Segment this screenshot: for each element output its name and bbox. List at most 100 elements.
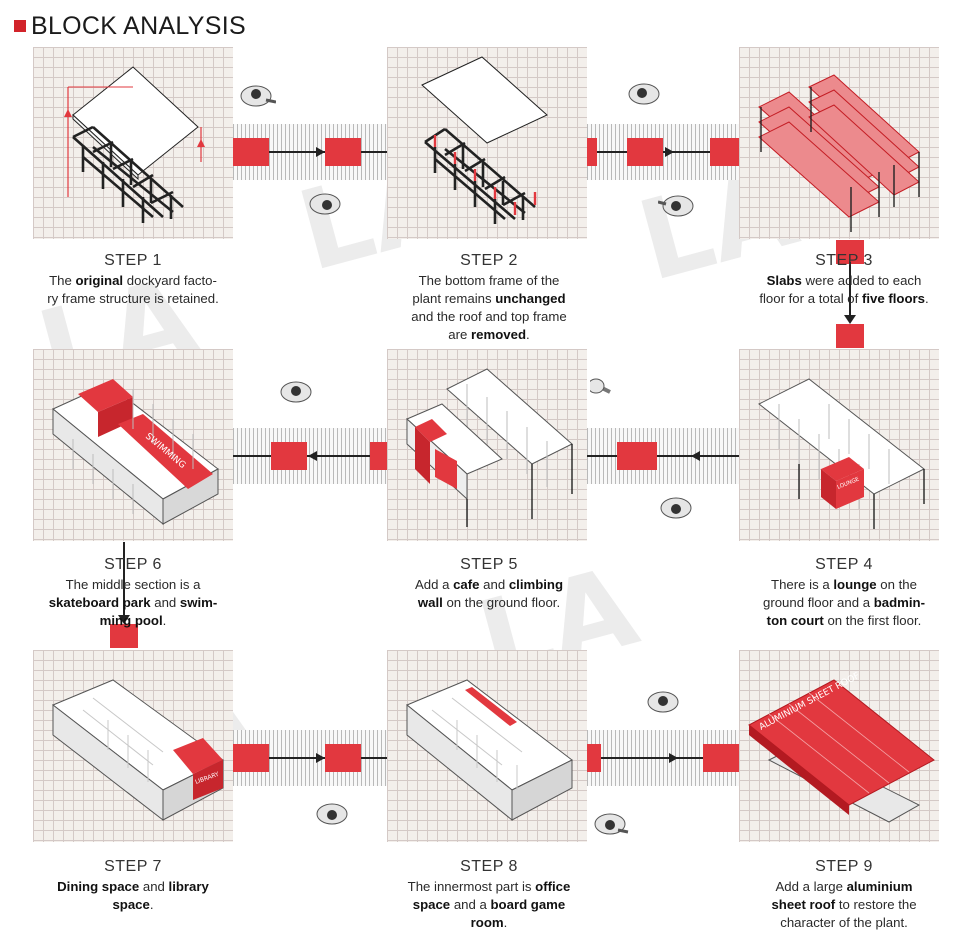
text-segment: ground floor and a <box>762 595 874 610</box>
step-description-line: space and a board game <box>374 896 604 914</box>
text-segment: floor for a total of <box>759 291 862 306</box>
red-block <box>325 138 361 166</box>
red-block <box>710 138 739 166</box>
person-figure-icon <box>278 376 316 408</box>
bold-text: sheet roof <box>771 897 836 912</box>
connector-2-3 <box>587 124 739 180</box>
bold-text: lounge <box>833 577 877 592</box>
connector-1-2 <box>233 124 387 180</box>
bold-text: ming pool <box>99 613 163 628</box>
step-label: STEP 1 <box>104 252 162 269</box>
red-block <box>271 442 307 470</box>
step-description-line: The middle section is a <box>18 576 248 594</box>
red-block <box>836 240 864 264</box>
connector-7-8 <box>233 730 387 786</box>
bold-text: original <box>75 273 124 288</box>
bold-text: space <box>412 897 451 912</box>
step-2-diagram <box>387 47 587 239</box>
text-segment: character of the plant. <box>780 915 908 930</box>
text-segment: and <box>150 595 180 610</box>
text-segment: were added to each <box>801 273 922 288</box>
text-segment: The middle section is a <box>65 577 201 592</box>
text-segment: The <box>49 273 76 288</box>
step-description-line: The innermost part is office <box>374 878 604 896</box>
step-description-line: space. <box>18 896 248 914</box>
step-description-line: room. <box>374 914 604 932</box>
arrow-down-3-4 <box>844 262 856 324</box>
text-segment: plant remains <box>412 291 496 306</box>
red-block <box>703 744 739 772</box>
step-label: STEP 5 <box>460 556 518 573</box>
step-description-line: The bottom frame of the <box>374 272 604 290</box>
red-block <box>617 442 657 470</box>
bold-text: swim- <box>179 595 218 610</box>
step-4-diagram: LOUNGE <box>739 349 939 541</box>
step-description-line: plant remains unchanged <box>374 290 604 308</box>
arrow-icon <box>691 451 700 461</box>
connector-8-9 <box>587 730 739 786</box>
text-segment: . <box>162 613 167 628</box>
arrow-icon <box>308 451 317 461</box>
text-segment: on the <box>876 577 917 592</box>
text-segment: and the roof and top frame <box>411 309 567 324</box>
step-description-line: ming pool. <box>18 612 248 630</box>
step-label: STEP 2 <box>460 252 518 269</box>
connector-5-6 <box>233 428 387 484</box>
connector-4-5 <box>587 428 739 484</box>
text-segment: The bottom frame of the <box>418 273 560 288</box>
person-figure-icon <box>657 190 696 222</box>
bold-text: space <box>112 897 150 912</box>
text-segment: ry frame structure is retained. <box>47 291 219 306</box>
arrow-icon <box>665 147 674 157</box>
red-block <box>370 442 387 470</box>
step-label: STEP 3 <box>815 252 873 269</box>
step-description-line: Add a cafe and climbing <box>374 576 604 594</box>
red-square-icon <box>14 20 26 32</box>
bold-text: climbing <box>508 577 564 592</box>
step-description-line: wall on the ground floor. <box>374 594 604 612</box>
bold-text: unchanged <box>495 291 566 306</box>
step-6-diagram: SWIMMING <box>33 349 233 541</box>
red-block <box>587 138 597 166</box>
step-label: STEP 7 <box>104 858 162 875</box>
step-label: STEP 6 <box>104 556 162 573</box>
red-block <box>110 624 138 648</box>
step-description-line: The original dockyard facto- <box>18 272 248 290</box>
bold-text: wall <box>417 595 443 610</box>
step-1-diagram <box>33 47 233 239</box>
step-description-line: skateboard park and swim- <box>18 594 248 612</box>
bold-text: skateboard park <box>48 595 151 610</box>
person-figure-icon <box>312 798 350 830</box>
bold-text: Slabs <box>766 273 802 288</box>
text-segment: to restore the <box>835 897 917 912</box>
arrow-icon <box>669 753 678 763</box>
bold-text: board game <box>490 897 566 912</box>
step-description-line: Slabs were added to each <box>729 272 959 290</box>
step-caption: STEP 2 The bottom frame of the plant remai… <box>374 251 604 344</box>
step-description-line: floor for a total of five floors. <box>729 290 959 308</box>
step-9-diagram: ALUMINIUM SHEET ROOF <box>739 650 939 842</box>
person-figure-icon <box>592 808 630 840</box>
person-figure-icon <box>656 492 694 524</box>
step-caption: STEP 1 The original dockyard facto-ry fra… <box>18 251 248 308</box>
text-segment: There is a <box>771 577 834 592</box>
red-block <box>587 744 601 772</box>
text-segment: The innermost part is <box>407 879 536 894</box>
text-segment: on the ground floor. <box>442 595 561 610</box>
step-description-line: Dining space and library <box>18 878 248 896</box>
text-segment: . <box>503 915 508 930</box>
text-segment: on the first floor. <box>823 613 922 628</box>
step-description-line: character of the plant. <box>729 914 959 932</box>
arrow-icon <box>316 753 325 763</box>
bold-text: office <box>535 879 571 894</box>
text-segment: and a <box>450 897 491 912</box>
red-block <box>233 744 269 772</box>
bold-text: ton court <box>766 613 824 628</box>
person-figure-icon <box>626 78 664 110</box>
step-3-diagram <box>739 47 939 239</box>
text-segment: . <box>149 897 154 912</box>
